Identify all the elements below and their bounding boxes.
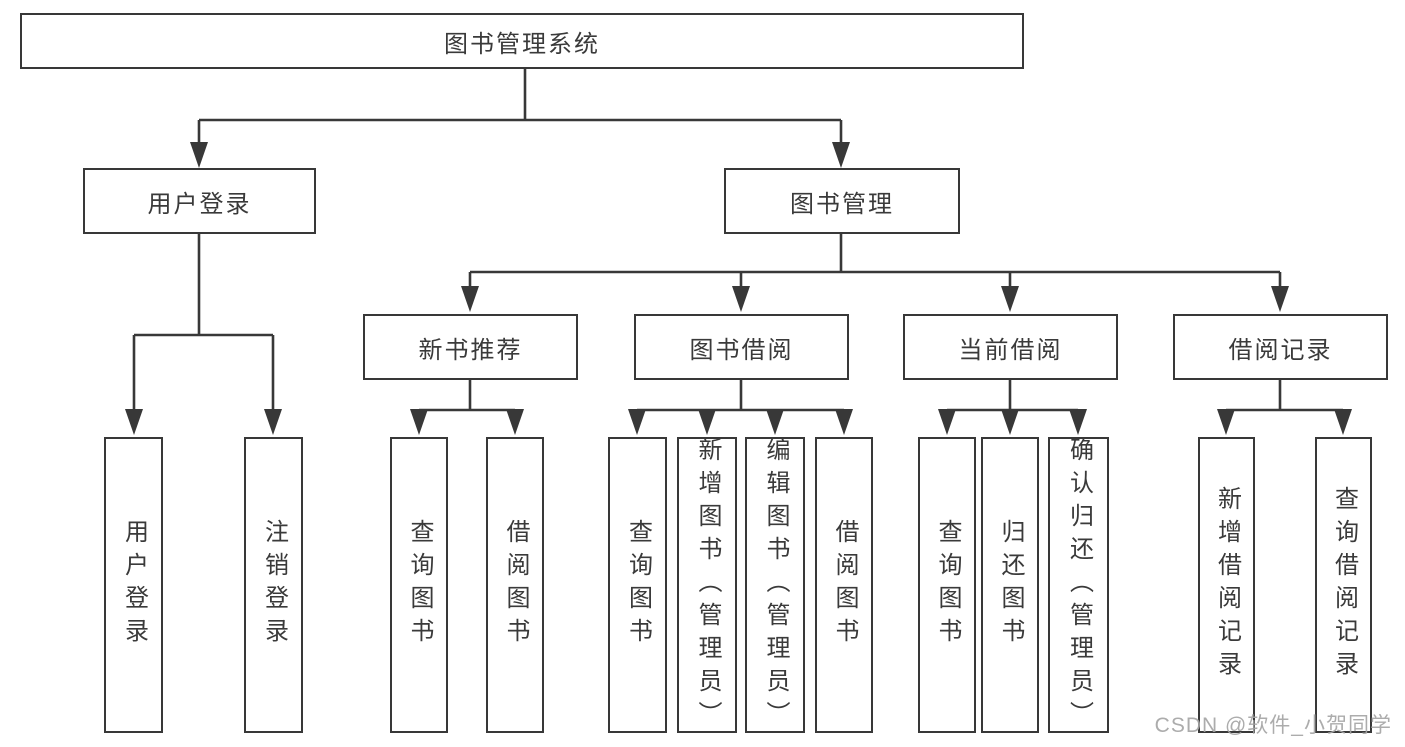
tree-edges: [132, 69, 1343, 413]
leaf-current-confirm-return-admin-label: 确认归还（管理员）: [1065, 436, 1093, 734]
leaf-current-query-books: 查询图书: [918, 437, 976, 733]
leaf-logout-login: 注销登录: [244, 437, 303, 733]
node-book-borrow: 图书借阅: [634, 314, 849, 380]
leaf-user-login: 用户登录: [104, 437, 163, 733]
leaf-borrow-query-books-label: 查询图书: [624, 519, 652, 651]
arrowhead-icons: [125, 142, 1352, 435]
node-library-management-system: 图书管理系统: [20, 13, 1024, 69]
leaf-current-return-books: 归还图书: [981, 437, 1039, 733]
csdn-watermark: CSDN @软件_小贺同学: [1154, 714, 1392, 737]
node-book-borrow-label: 图书借阅: [689, 336, 794, 364]
leaf-borrow-borrow-books-label: 借阅图书: [831, 519, 858, 651]
leaf-borrow-edit-books-admin-label: 编辑图书（管理员）: [762, 436, 789, 734]
leaf-borrow-add-books-admin-label: 新增图书（管理员）: [694, 436, 721, 734]
leaf-recommend-borrow-books: 借阅图书: [486, 437, 544, 733]
node-user-login-label: 用户登录: [147, 190, 252, 218]
leaf-borrow-query-books: 查询图书: [608, 437, 667, 733]
node-new-book-recommend-label: 新书推荐: [418, 336, 523, 364]
leaf-records-query-borrow-record: 查询借阅记录: [1315, 437, 1372, 733]
node-new-book-recommend: 新书推荐: [363, 314, 578, 380]
leaf-current-confirm-return-admin: 确认归还（管理员）: [1048, 436, 1109, 734]
leaf-logout-login-label: 注销登录: [260, 519, 288, 651]
leaf-borrow-borrow-books: 借阅图书: [815, 437, 873, 733]
leaf-recommend-borrow-books-label: 借阅图书: [502, 519, 529, 651]
node-library-management-system-label: 图书管理系统: [444, 30, 600, 58]
leaf-user-login-label: 用户登录: [120, 519, 148, 651]
leaf-records-add-borrow-record-label: 新增借阅记录: [1213, 486, 1241, 684]
leaf-current-query-books-label: 查询图书: [934, 519, 961, 651]
leaf-current-return-books-label: 归还图书: [997, 519, 1024, 651]
node-borrow-records: 借阅记录: [1173, 314, 1388, 380]
node-book-management: 图书管理: [724, 168, 960, 234]
node-book-management-label: 图书管理: [790, 190, 894, 218]
node-current-borrow: 当前借阅: [903, 314, 1118, 380]
leaf-records-add-borrow-record: 新增借阅记录: [1198, 437, 1255, 733]
node-user-login: 用户登录: [83, 168, 316, 234]
leaf-recommend-query-books: 查询图书: [390, 437, 448, 733]
leaf-borrow-edit-books-admin: 编辑图书（管理员）: [745, 436, 805, 734]
node-current-borrow-label: 当前借阅: [958, 336, 1063, 364]
leaf-records-query-borrow-record-label: 查询借阅记录: [1330, 486, 1358, 684]
node-borrow-records-label: 借阅记录: [1228, 336, 1333, 364]
leaf-recommend-query-books-label: 查询图书: [406, 519, 433, 651]
leaf-borrow-add-books-admin: 新增图书（管理员）: [677, 436, 737, 734]
